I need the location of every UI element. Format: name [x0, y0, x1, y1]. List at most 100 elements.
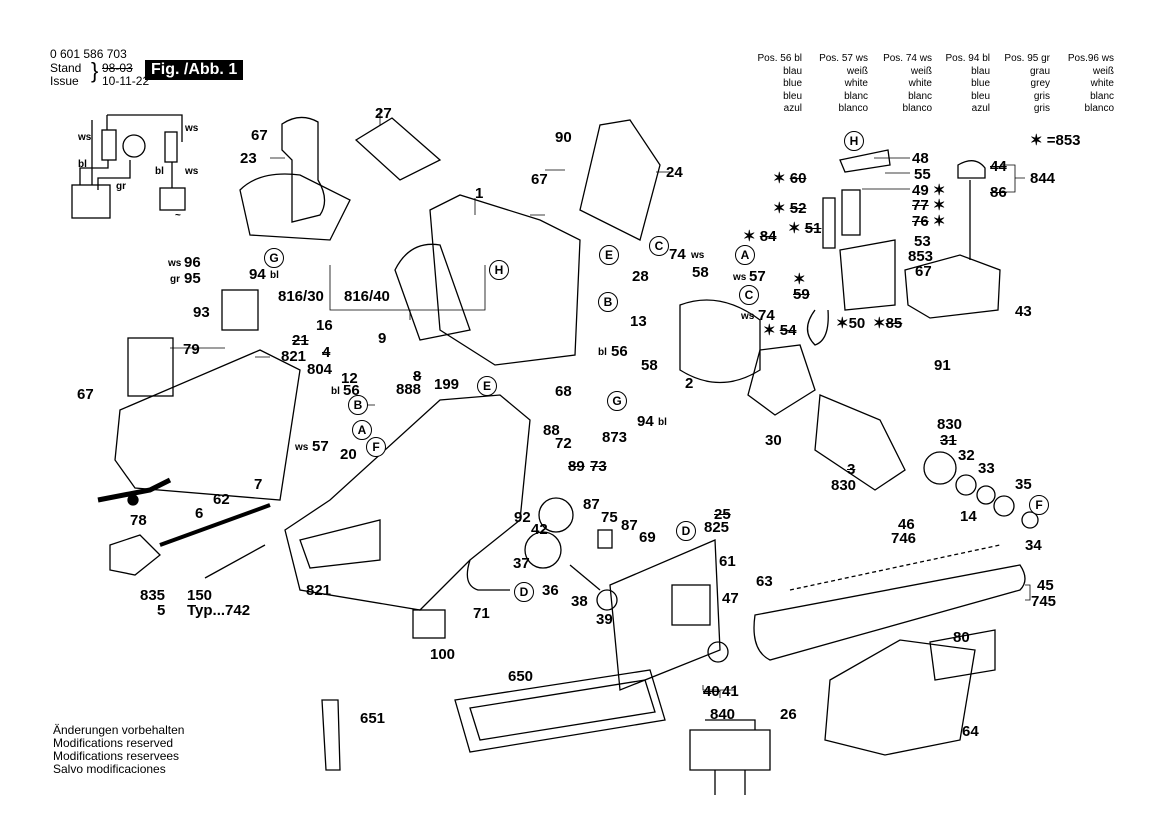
part-sprocket-section — [689, 719, 771, 795]
callout: 96 — [184, 254, 201, 271]
callout-obsolete: 31 — [940, 432, 957, 449]
part-ring-33 — [976, 485, 996, 505]
callout: 27 — [375, 105, 392, 122]
callout: 63 — [756, 573, 773, 590]
callout: 42 — [531, 521, 548, 538]
ref-marker-b: B — [598, 292, 618, 312]
callout-number: 84 — [759, 228, 777, 245]
part-sprocket-cover-26 — [824, 639, 976, 756]
callout: 56 — [611, 343, 628, 360]
callout-color: bl — [598, 347, 607, 358]
callout: 16 — [316, 317, 333, 334]
color-table-col-95: Pos. 95 gr grau grey gris gris — [1002, 53, 1050, 116]
callout: 873 — [602, 429, 628, 446]
callout: 37 — [513, 555, 530, 572]
callout: 74 — [669, 246, 686, 263]
callout: 61 — [719, 553, 736, 570]
callout: 26 — [780, 706, 797, 723]
callout: 816/40 — [344, 288, 390, 305]
color-table-col-57: Pos. 57 ws weiß white blanc blanco — [813, 53, 868, 116]
callout-obsolete: 76 ✶ — [912, 213, 946, 230]
part-bearing-14 — [993, 495, 1015, 517]
part-handle-23 — [281, 116, 326, 223]
callout: 72 — [555, 435, 572, 452]
pos-label: Pos. 74 ws — [883, 53, 932, 64]
callout-color: bl — [270, 270, 279, 281]
color-es: blanco — [902, 103, 932, 114]
part-label-650 — [454, 669, 666, 753]
callout: 746 — [891, 530, 917, 547]
color-de: weiß — [1092, 65, 1114, 77]
color-es: azul — [971, 103, 990, 114]
callout: 9 — [378, 330, 387, 347]
part-oil-tank-43 — [904, 254, 1001, 319]
callout-number: 59 — [793, 286, 810, 303]
color-fr: gris — [1033, 90, 1050, 102]
callout-obsolete: ✶ 51 — [788, 220, 822, 237]
ref-marker-g: G — [607, 391, 627, 411]
callout: 7 — [254, 476, 263, 493]
footer-line: Modifications reserved — [53, 736, 174, 750]
color-es: gris — [1033, 103, 1050, 114]
part-plate-825 — [609, 539, 721, 691]
part-main-housing — [284, 394, 531, 611]
callout-obsolete: 3 — [847, 461, 856, 478]
pos-label: Pos. 94 bl — [945, 53, 990, 64]
callout: 67 — [77, 386, 94, 403]
callout: 49 ✶ — [912, 182, 946, 199]
callout: 804 — [307, 361, 333, 378]
callout: 821 — [306, 582, 332, 599]
callout: 91 — [934, 357, 951, 374]
callout: 75 — [601, 509, 618, 526]
part-plug-835 — [109, 534, 161, 576]
callout-number: 50 — [848, 315, 866, 332]
callout: 80 — [953, 629, 970, 646]
callout-obsolete: ✶ 52 — [773, 200, 807, 217]
callout: 816/30 — [278, 288, 324, 305]
ref-marker-f: F — [366, 437, 386, 457]
callout: 13 — [630, 313, 647, 330]
color-table-col-74: Pos. 74 ws weiß white blanc blanco — [877, 53, 932, 116]
ref-marker-d: D — [676, 521, 696, 541]
callout-obsolete: 8 — [413, 368, 422, 385]
callout-color: bl — [331, 386, 340, 397]
color-en: blue — [971, 78, 990, 89]
callout: 830 — [937, 416, 963, 433]
callout: 71 — [473, 605, 490, 622]
callout-obsolete: 89 — [568, 458, 585, 475]
callout: 14 — [960, 508, 977, 525]
callout-obsolete: 25 — [714, 506, 731, 523]
callout: 821 — [281, 348, 307, 365]
part-field-2 — [679, 299, 761, 384]
part-gear-42 — [538, 497, 574, 533]
callout-obsolete: 44 — [990, 158, 1007, 175]
ref-marker-f: F — [1029, 495, 1049, 515]
part-nut-34 — [1021, 511, 1039, 529]
callout: 93 — [193, 304, 210, 321]
callout: 68 — [555, 383, 572, 400]
callout: 94 — [637, 413, 654, 430]
color-de: blau — [971, 65, 990, 77]
callout-color: bl — [658, 417, 667, 428]
part-housing-top — [239, 173, 351, 241]
callout: 56 — [343, 382, 360, 399]
ref-marker-c: C — [739, 285, 759, 305]
wire-label: ws — [185, 166, 199, 177]
callout: 23 — [240, 150, 257, 167]
callout: 1 — [475, 185, 484, 202]
callout-number: 49 — [912, 182, 929, 199]
callout: 2 — [685, 375, 694, 392]
callout-color: ws — [691, 250, 705, 261]
part-hand-guard-24 — [579, 119, 661, 241]
callout: 47 — [722, 590, 739, 607]
callout: 35 — [1015, 476, 1032, 493]
part-gear-36 — [524, 531, 562, 569]
part-ring-32 — [955, 474, 977, 496]
star-legend: ✶ =853 — [1030, 132, 1081, 149]
callout: 6 — [195, 505, 204, 522]
pos-label: Pos. 95 gr — [1004, 53, 1050, 64]
part-wrench-78 — [97, 477, 172, 503]
part-fan-30 — [747, 344, 816, 416]
color-es: blanco — [1084, 103, 1114, 114]
color-table-col-56: Pos. 56 bl blau blue bleu azul — [750, 53, 802, 116]
